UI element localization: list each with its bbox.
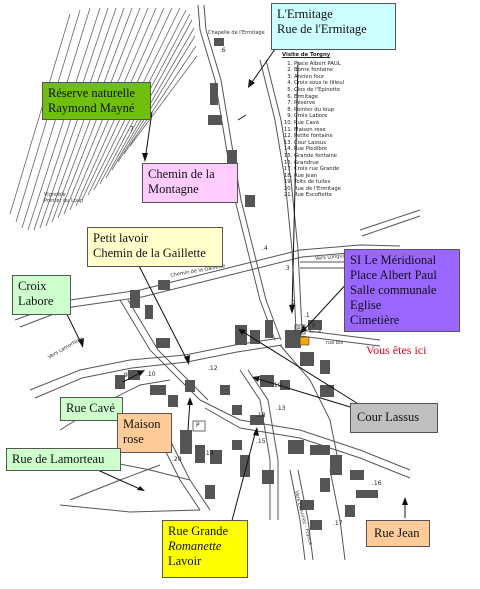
legend-item: Cour Lassus xyxy=(294,140,344,147)
vignoble-text: Vignoble Pointer du Loup xyxy=(44,192,84,204)
chapelle-text: Chapelle de l'Ermitage xyxy=(208,30,265,36)
rue-grande-line-2: Romanette xyxy=(168,539,222,553)
legend-list: Place Albert PAUL Borne fontaine Ancien … xyxy=(282,61,344,199)
petit-lavoir-label: Petit lavoir Chemin de la Gaillette xyxy=(87,227,223,267)
map-number: P xyxy=(196,422,200,429)
legend-item: Réserve xyxy=(294,100,344,107)
map-number: .4 xyxy=(262,245,268,252)
rue-jean-label: Rue Jean xyxy=(366,520,430,547)
croix-labore-label: Croix Labore xyxy=(12,275,71,315)
maison-rose-line-1: Maison xyxy=(123,417,161,431)
arrowheads xyxy=(78,79,408,505)
legend-item: Croix Labore xyxy=(294,113,344,120)
rue-bis-text: rue bis xyxy=(326,340,344,346)
map-number: .20 xyxy=(172,456,182,463)
si-line-5: Cimetière xyxy=(350,313,400,327)
rue-cave-label: Rue Cavé xyxy=(60,397,123,421)
map-number: .14 xyxy=(204,450,214,457)
legend-item: Rue Escofiette xyxy=(294,192,344,199)
rue-grande-line-3: Lavoir xyxy=(168,554,202,568)
si-meridional-label: SI Le Méridional Place Albert Paul Salle… xyxy=(344,249,460,332)
ermitage-line-2: Rue de l'Ermitage xyxy=(277,22,367,36)
legend-item: Pointer du loup xyxy=(294,107,344,114)
legend-item: Ermitage xyxy=(294,94,344,101)
legend-item: Rue Jean xyxy=(294,173,344,180)
ermitage-line-1: L'Ermitage xyxy=(277,7,333,21)
legend-title: Visite de Torgny xyxy=(282,52,331,58)
cour-lassus-label: Cour Lassus xyxy=(350,403,438,433)
croix-labore-line-1: Croix xyxy=(18,279,47,293)
maison-rose-label: Maison rose xyxy=(117,413,172,453)
si-line-1: SI Le Méridional xyxy=(350,253,437,267)
map-number: .10 xyxy=(146,371,156,378)
montagne-label: Chemin de la Montagne xyxy=(142,163,238,203)
map-number: .1 xyxy=(304,312,310,319)
map-number: .19 xyxy=(272,382,282,389)
legend-item: Place Albert PAUL xyxy=(294,61,344,68)
pointer-lines xyxy=(59,41,406,529)
legend-item: Croix rue Grande xyxy=(294,166,344,173)
legend-item: Rue de l'Ermitage xyxy=(294,186,344,193)
montagne-line-2: Montagne xyxy=(148,182,199,196)
map-number: .7 xyxy=(128,126,134,133)
si-line-3: Salle communale xyxy=(350,283,437,297)
petit-lavoir-line-1: Petit lavoir xyxy=(93,231,149,245)
you-are-here-text: Vous êtes ici xyxy=(366,343,427,357)
reserve-line-1: Réserve naturelle xyxy=(48,86,136,100)
croix-labore-line-2: Labore xyxy=(18,294,54,308)
legend-item: Rue Piedibre xyxy=(294,146,344,153)
map-number: .6 xyxy=(220,47,226,54)
legend: Visite de Torgny Place Albert PAUL Borne… xyxy=(282,52,344,199)
legend-item: Rue Cavé xyxy=(294,120,344,127)
si-line-2: Place Albert Paul xyxy=(350,268,437,282)
legend-item: Clos de l'Epinette xyxy=(294,87,344,94)
rue-grande-line-1: Rue Grande xyxy=(168,524,229,538)
legend-item: Ancien four xyxy=(294,74,344,81)
legend-item: Borne fontaine xyxy=(294,67,344,74)
maison-rose-line-2: rose xyxy=(123,432,144,446)
legend-item: Petite fontaine xyxy=(294,133,344,140)
montagne-line-1: Chemin de la xyxy=(148,167,215,181)
reserve-line-2: Raymond Mayné xyxy=(48,101,135,115)
map-number: .18 xyxy=(256,412,266,419)
si-line-4: Eglise xyxy=(350,298,382,312)
map-number: .17 xyxy=(333,520,343,527)
legend-item: Grande fontaine xyxy=(294,153,344,160)
map-number: .16 xyxy=(372,480,382,487)
map-number: P xyxy=(297,326,301,333)
petit-lavoir-line-2: Chemin de la Gaillette xyxy=(93,246,206,260)
legend-item: Maison rose xyxy=(294,127,344,134)
reserve-label: Réserve naturelle Raymond Mayné xyxy=(42,82,151,120)
map-number: P xyxy=(312,323,316,330)
legend-item: Toits de tuiles xyxy=(294,179,344,186)
buildings xyxy=(115,38,378,530)
ermitage-label: L'Ermitage Rue de l'Ermitage xyxy=(271,3,396,50)
map-number: .15 xyxy=(256,438,266,445)
map-number: .3 xyxy=(284,265,290,272)
map-number: .12 xyxy=(208,365,218,372)
legend-item: Grandrue xyxy=(294,160,344,167)
map-number: .2 xyxy=(290,300,296,307)
map-number: 9 xyxy=(124,372,128,379)
you-are-here-marker xyxy=(299,336,310,346)
map-number: .13 xyxy=(276,405,286,412)
rue-grande-label: Rue Grande Romanette Lavoir xyxy=(162,520,248,578)
rue-lamorteau-label: Rue de Lamorteau xyxy=(6,448,121,471)
legend-item: Croix sous le tilleul xyxy=(294,80,344,87)
